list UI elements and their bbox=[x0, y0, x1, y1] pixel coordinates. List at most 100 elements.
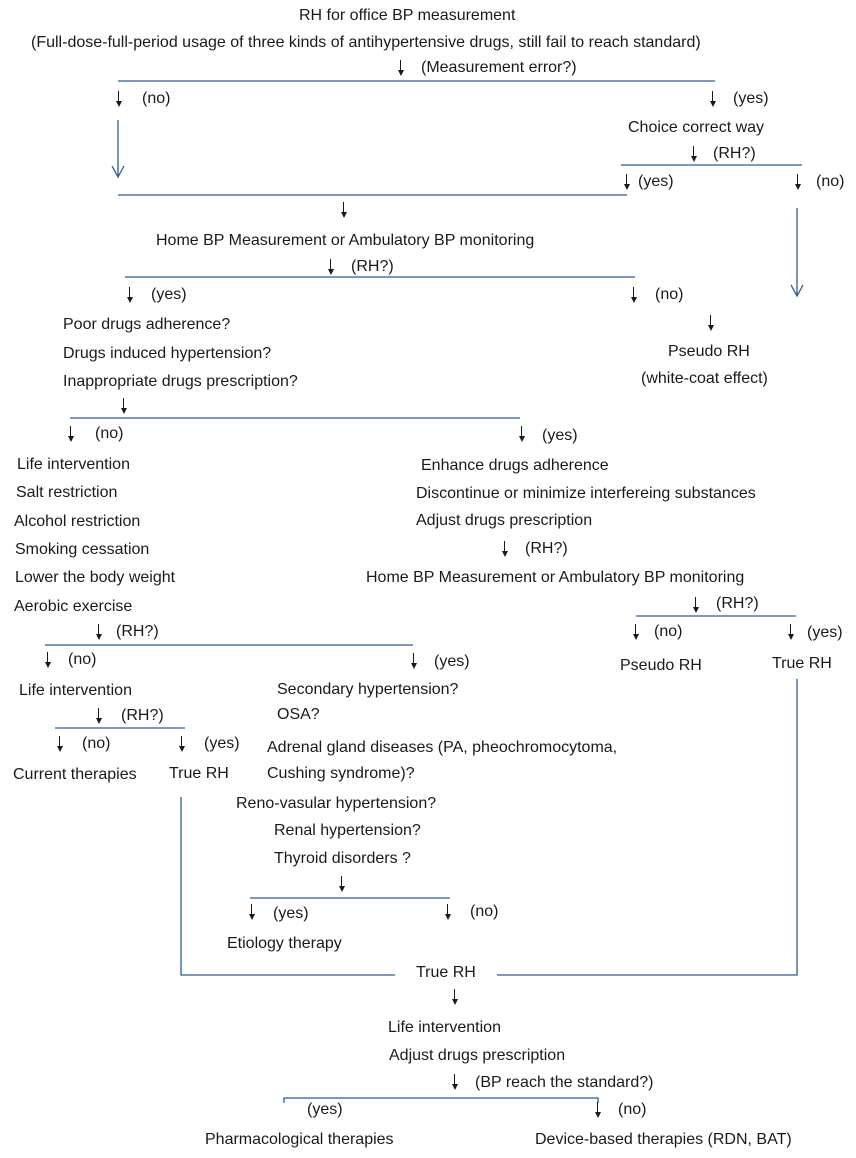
arrow-down-icon bbox=[120, 398, 128, 414]
branch-label-no: (no) bbox=[142, 90, 171, 107]
branch-label-yes: (yes) bbox=[733, 90, 769, 107]
branch-label-yes: (yes) bbox=[151, 286, 187, 303]
arrow-down-icon bbox=[518, 426, 526, 442]
arrow-down-icon bbox=[115, 91, 123, 107]
arrow-down-icon bbox=[327, 259, 335, 275]
pseudo-rh: Pseudo RH bbox=[668, 343, 750, 360]
arrow-down-icon bbox=[501, 541, 509, 557]
long-arrow-right-head bbox=[790, 284, 804, 298]
branch-label-no: (no) bbox=[816, 173, 845, 190]
arrow-down-icon bbox=[397, 60, 405, 76]
arrow-down-icon bbox=[410, 653, 418, 669]
branch-label-no: (no) bbox=[82, 735, 111, 752]
flowchart-title: RH for office BP measurement bbox=[299, 7, 516, 24]
renal-hypertension: Renal hypertension? bbox=[274, 822, 421, 839]
osa: OSA? bbox=[277, 706, 320, 723]
connector-bottom-split bbox=[283, 1097, 599, 1103]
arrow-down-icon bbox=[692, 597, 700, 613]
arrow-down-icon bbox=[338, 876, 346, 892]
branch-label-no: (no) bbox=[655, 286, 684, 303]
rh-question: (RH?) bbox=[351, 258, 394, 275]
smoking-cessation: Smoking cessation bbox=[15, 541, 150, 558]
branch-label-yes: (yes) bbox=[807, 624, 843, 641]
pseudo-rh: Pseudo RH bbox=[620, 657, 702, 674]
arrow-down-icon bbox=[248, 904, 256, 920]
arrow-down-icon bbox=[126, 287, 134, 303]
secondary-hypertension: Secondary hypertension? bbox=[277, 681, 459, 698]
branch-label-yes: (yes) bbox=[307, 1101, 343, 1118]
arrow-down-icon bbox=[787, 624, 795, 640]
branch-label-no: (no) bbox=[618, 1101, 647, 1118]
rh-question: (RH?) bbox=[713, 145, 756, 162]
arrow-down-icon bbox=[594, 1102, 602, 1118]
device-based-therapies: Device-based therapies (RDN, BAT) bbox=[535, 1131, 792, 1148]
current-therapies: Current therapies bbox=[13, 766, 137, 783]
arrow-down-icon bbox=[56, 736, 64, 752]
rh-question: (RH?) bbox=[525, 540, 568, 557]
poor-drugs-adherence: Poor drugs adherence? bbox=[63, 316, 231, 333]
drugs-induced-hypertension: Drugs induced hypertension? bbox=[63, 345, 272, 362]
arrow-down-icon bbox=[707, 315, 715, 331]
arrow-down-icon bbox=[178, 736, 186, 752]
measurement-error-question: (Measurement error?) bbox=[421, 59, 577, 76]
branch-label-yes: (yes) bbox=[204, 735, 240, 752]
connector-left-true-rh bbox=[180, 797, 395, 976]
branch-label-yes: (yes) bbox=[273, 905, 309, 922]
true-rh: True RH bbox=[772, 655, 832, 672]
white-coat-effect: (white-coat effect) bbox=[641, 370, 768, 387]
rh-question: (RH?) bbox=[116, 623, 159, 640]
life-intervention: Life intervention bbox=[388, 1019, 501, 1036]
enhance-drugs-adherence: Enhance drugs adherence bbox=[421, 457, 609, 474]
connector-right-true-rh bbox=[497, 679, 798, 976]
renovascular-hypertension: Reno-vasular hypertension? bbox=[236, 795, 437, 812]
arrow-down-icon bbox=[630, 287, 638, 303]
lower-body-weight: Lower the body weight bbox=[15, 569, 176, 586]
adjust-drugs-prescription: Adjust drugs prescription bbox=[416, 512, 593, 529]
arrow-down-icon bbox=[632, 624, 640, 640]
arrow-down-icon bbox=[444, 904, 452, 920]
alcohol-restriction: Alcohol restriction bbox=[14, 513, 141, 530]
arrow-down-icon bbox=[623, 174, 631, 190]
aerobic-exercise: Aerobic exercise bbox=[14, 598, 133, 615]
branch-label-yes: (yes) bbox=[542, 427, 578, 444]
home-ambulatory-monitoring: Home BP Measurement or Ambulatory BP mon… bbox=[156, 232, 535, 249]
branch-label-no: (no) bbox=[470, 903, 499, 920]
arrow-down-icon bbox=[95, 624, 103, 640]
etiology-therapy: Etiology therapy bbox=[227, 935, 342, 952]
arrow-down-icon bbox=[451, 989, 459, 1005]
arrow-down-icon bbox=[709, 91, 717, 107]
arrow-down-icon bbox=[794, 174, 802, 190]
arrow-down-icon bbox=[44, 652, 52, 668]
branch-label-yes: (yes) bbox=[638, 173, 674, 190]
long-arrow-left-head bbox=[111, 165, 125, 179]
rh-question: (RH?) bbox=[121, 707, 164, 724]
life-intervention: Life intervention bbox=[19, 682, 132, 699]
adrenal-gland-diseases: Adrenal gland diseases (PA, pheochromocy… bbox=[267, 739, 618, 756]
arrow-down-icon bbox=[451, 1074, 459, 1090]
arrow-down-icon bbox=[690, 146, 698, 162]
arrow-down-icon bbox=[95, 708, 103, 724]
discontinue-substances: Discontinue or minimize interfereing sub… bbox=[416, 485, 756, 502]
pharmacological-therapies: Pharmacological therapies bbox=[205, 1131, 394, 1148]
inappropriate-drugs-prescription: Inappropriate drugs prescription? bbox=[63, 373, 298, 390]
choice-correct-way: Choice correct way bbox=[628, 119, 765, 136]
bp-standard-question: (BP reach the standard?) bbox=[475, 1074, 654, 1091]
branch-label-no: (no) bbox=[654, 623, 683, 640]
branch-label-no: (no) bbox=[95, 425, 124, 442]
thyroid-disorders: Thyroid disorders ? bbox=[274, 850, 411, 867]
arrow-down-icon bbox=[67, 426, 75, 442]
salt-restriction: Salt restriction bbox=[16, 484, 118, 501]
adjust-drugs-prescription: Adjust drugs prescription bbox=[389, 1047, 566, 1064]
arrow-down-icon bbox=[340, 202, 348, 218]
cushing-syndrome: Cushing syndrome)? bbox=[267, 765, 415, 782]
home-ambulatory-monitoring: Home BP Measurement or Ambulatory BP mon… bbox=[366, 569, 745, 586]
life-intervention: Life intervention bbox=[17, 456, 130, 473]
true-rh: True RH bbox=[169, 765, 229, 782]
branch-label-no: (no) bbox=[68, 651, 97, 668]
rh-question: (RH?) bbox=[716, 595, 759, 612]
flowchart-subtitle: (Full-dose-full-period usage of three ki… bbox=[31, 34, 701, 51]
branch-label-yes: (yes) bbox=[434, 653, 470, 670]
true-rh-final: True RH bbox=[416, 964, 476, 981]
